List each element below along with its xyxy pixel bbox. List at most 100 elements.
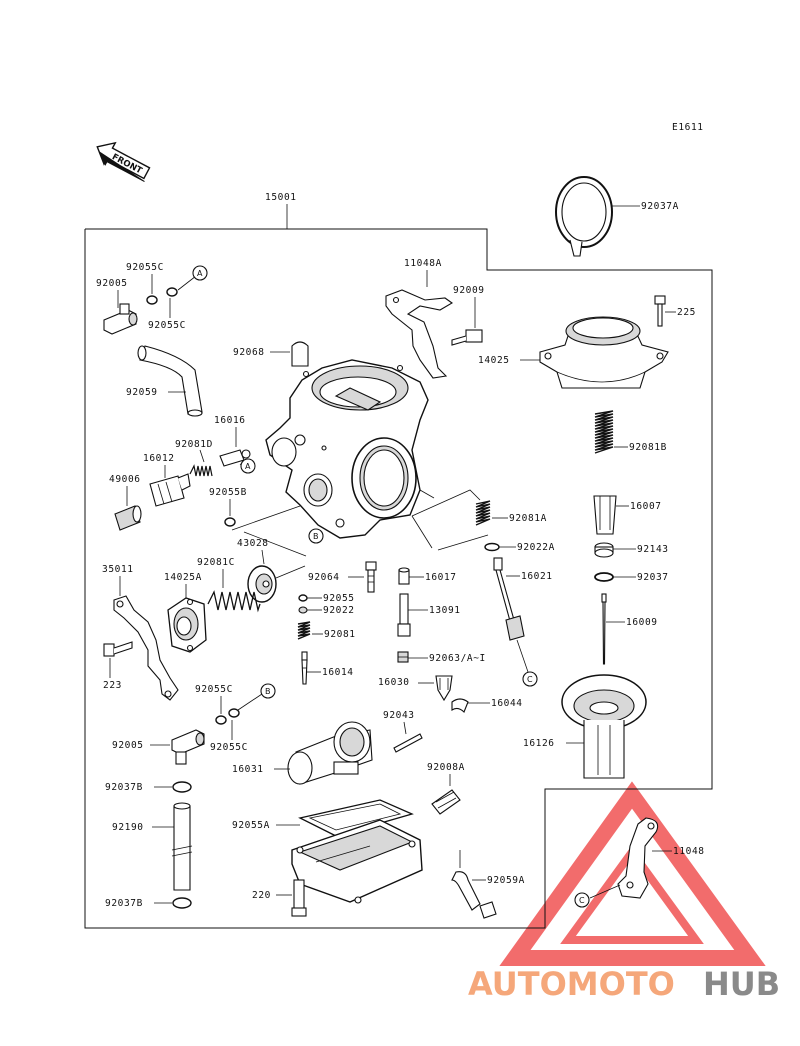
part-label-92022a: 92022A: [517, 542, 555, 553]
screw-225: [654, 295, 666, 327]
washer-92022: [298, 606, 308, 614]
part-label-11048: 11048: [673, 846, 705, 857]
assembly-frame: [84, 228, 713, 929]
o-ring-92055b: [224, 517, 236, 527]
part-label-92037: 92037: [637, 572, 669, 583]
hose-92059a: [451, 871, 497, 919]
part-label-92005_1: 92005: [96, 278, 128, 289]
part-label-92081: 92081: [324, 629, 356, 640]
screw-220: [291, 879, 307, 917]
part-label-92055b: 92055B: [209, 487, 247, 498]
top-cover-14025: [539, 316, 669, 389]
part-label-92068: 92068: [233, 347, 265, 358]
part-label-43028: 43028: [237, 538, 269, 549]
cover-14025a: [167, 597, 207, 653]
drawing-code: E1611: [672, 122, 704, 133]
part-label-16009: 16009: [626, 617, 658, 628]
o-ring-92055c-4: [228, 708, 240, 718]
part-label-35011: 35011: [102, 564, 134, 575]
screw-223: [103, 641, 133, 657]
part-label-13091: 13091: [429, 605, 461, 616]
part-label-92059: 92059: [126, 387, 158, 398]
svg-text:A: A: [245, 462, 251, 471]
watermark-logo: AUTOMOTO HUB: [468, 965, 780, 1003]
clip-16044: [451, 698, 469, 713]
spring-92081b: [594, 410, 614, 454]
bracket-11048: [617, 817, 659, 899]
o-ring-92055c-2: [166, 287, 178, 297]
svg-text:B: B: [313, 532, 319, 541]
o-ring-92055: [298, 594, 308, 602]
part-label-11048a: 11048A: [404, 258, 442, 269]
spring-92081c: [207, 590, 261, 613]
carburetor-body: [265, 359, 435, 539]
callout-b-2: B: [260, 683, 276, 699]
spring-92081a: [475, 500, 491, 526]
part-label-92055: 92055: [323, 593, 355, 604]
part-label-92009: 92009: [453, 285, 485, 296]
part-label-92037b_1: 92037B: [105, 782, 143, 793]
screw-92009: [451, 329, 483, 346]
part-label-92055c_2: 92055C: [148, 320, 186, 331]
callout-b-1: B: [308, 528, 324, 544]
part-label-16012: 16012: [143, 453, 175, 464]
svg-text:AUTOMOTO: AUTOMOTO: [468, 965, 675, 1003]
part-label-16017: 16017: [425, 572, 457, 583]
part-label-220: 220: [252, 890, 271, 901]
part-label-16007: 16007: [630, 501, 662, 512]
part-label-14025: 14025: [478, 355, 510, 366]
washer-92143: [594, 542, 614, 558]
svg-text:C: C: [579, 896, 585, 905]
float-valve-16030: [435, 675, 453, 702]
washer-92022a: [484, 542, 500, 552]
part-label-92190: 92190: [112, 822, 144, 833]
part-label-92143: 92143: [637, 544, 669, 555]
gasket-92055a: [298, 799, 414, 837]
choke-16012: [149, 473, 191, 507]
part-label-92055c_4: 92055C: [210, 742, 248, 753]
diaphragm-43028: [247, 565, 277, 603]
part-label-92081c: 92081C: [197, 557, 235, 568]
svg-text:B: B: [265, 687, 271, 696]
hose-92190: [171, 802, 193, 891]
part-label-225: 225: [677, 307, 696, 318]
part-label-16021: 16021: [521, 571, 553, 582]
emulsion-tube-13091: [397, 593, 411, 637]
ring-92037: [594, 572, 614, 582]
part-label-16126: 16126: [523, 738, 555, 749]
jet-16017: [398, 567, 410, 585]
svg-text:HUB: HUB: [703, 965, 780, 1003]
callout-a-1: A: [192, 265, 208, 281]
part-label-92008a: 92008A: [427, 762, 465, 773]
needle-16014: [301, 651, 308, 685]
part-label-92081d: 92081D: [175, 439, 213, 450]
part-label-92055c_1: 92055C: [126, 262, 164, 273]
cap-49006: [114, 505, 142, 531]
part-label-49006: 49006: [109, 474, 141, 485]
needle-16009: [601, 593, 607, 665]
clamp-92037b-2: [172, 897, 192, 909]
part-label-92081a: 92081A: [509, 513, 547, 524]
part-label-16030: 16030: [378, 677, 410, 688]
clamp-92037b-1: [172, 781, 192, 793]
part-label-92064: 92064: [308, 572, 340, 583]
part-label-92059a: 92059A: [487, 875, 525, 886]
cap-92068: [291, 341, 309, 367]
assembly-number: 15001: [265, 192, 297, 203]
jet-92064: [365, 561, 377, 593]
part-label-92037a: 92037A: [641, 201, 679, 212]
hose-92059: [137, 345, 203, 417]
svg-text:A: A: [197, 269, 203, 278]
part-label-92063: 92063/A~I: [429, 653, 486, 664]
part-label-223: 223: [103, 680, 122, 691]
part-label-16031: 16031: [232, 764, 264, 775]
callout-a-2: A: [240, 458, 256, 474]
part-label-92081b: 92081B: [629, 442, 667, 453]
bracket-35011: [113, 595, 179, 701]
float-16031: [287, 721, 373, 785]
fitting-92005-2: [171, 729, 205, 765]
watermark-triangle: [499, 781, 766, 966]
jet-92063: [397, 651, 409, 663]
part-label-16016: 16016: [214, 415, 246, 426]
